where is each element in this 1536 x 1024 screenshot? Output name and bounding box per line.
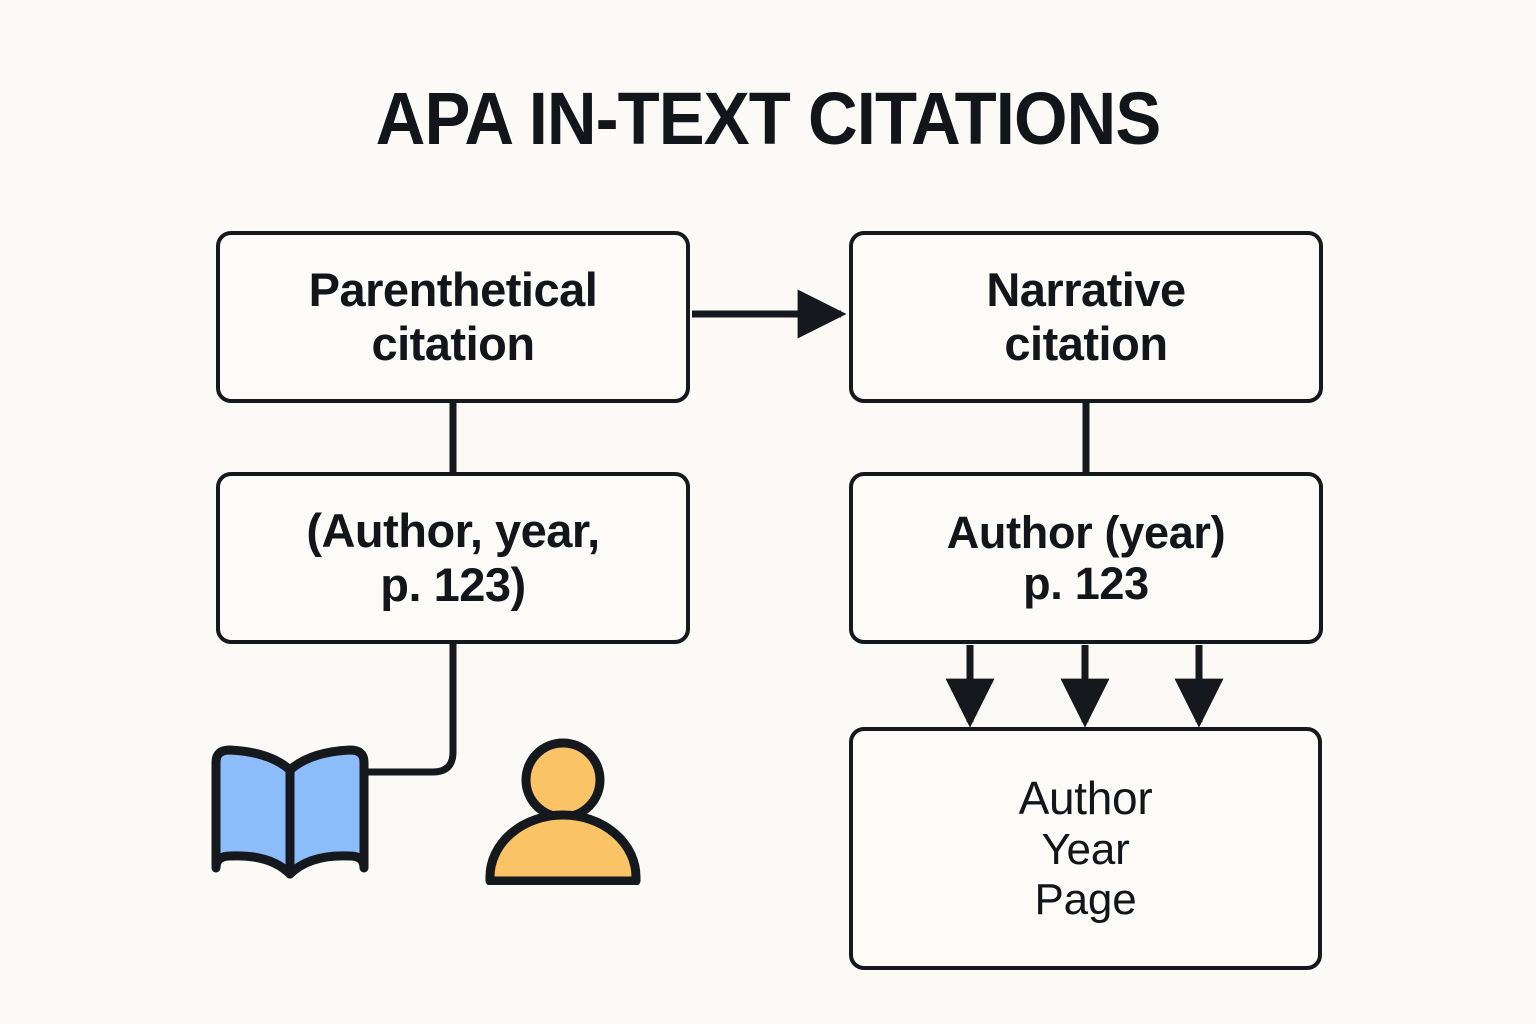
person-body [485,810,641,886]
component-page: Page [1034,874,1137,924]
node-line-1: Parenthetical [308,263,598,317]
node-line-1: Author (year) [946,506,1226,558]
book-right-page [285,745,369,879]
node-line-1: (Author, year, [306,504,600,558]
node-citation-components-label: Author Year Page [1009,772,1163,925]
component-author: Author [1018,772,1153,825]
node-citation-components[interactable]: Author Year Page [849,727,1322,970]
person-head [521,738,605,822]
node-parenthetical-citation[interactable]: Parenthetical citation [216,231,690,403]
node-narrative-citation-label: Narrative citation [976,263,1195,370]
node-parenthetical-citation-label: Parenthetical citation [299,263,608,370]
node-parenthetical-format[interactable]: (Author, year, p. 123) [216,472,690,644]
person-icon [478,735,648,886]
book-left-page [211,745,295,879]
node-line-2: citation [1004,317,1168,370]
node-narrative-citation[interactable]: Narrative citation [849,231,1323,403]
node-narrative-format[interactable]: Author (year) p. 123 [849,472,1323,644]
node-line-2: p. 123) [380,558,526,611]
page-title: APA IN-TEXT CITATIONS [375,77,1162,160]
node-line-1: Narrative [986,263,1186,317]
component-year: Year [1041,824,1130,874]
node-line-2: p. 123 [1023,558,1149,609]
node-narrative-format-label: Author (year) p. 123 [937,507,1236,610]
node-line-2: citation [371,317,535,370]
open-book-icon [206,742,378,884]
node-parenthetical-format-label: (Author, year, p. 123) [296,504,609,611]
